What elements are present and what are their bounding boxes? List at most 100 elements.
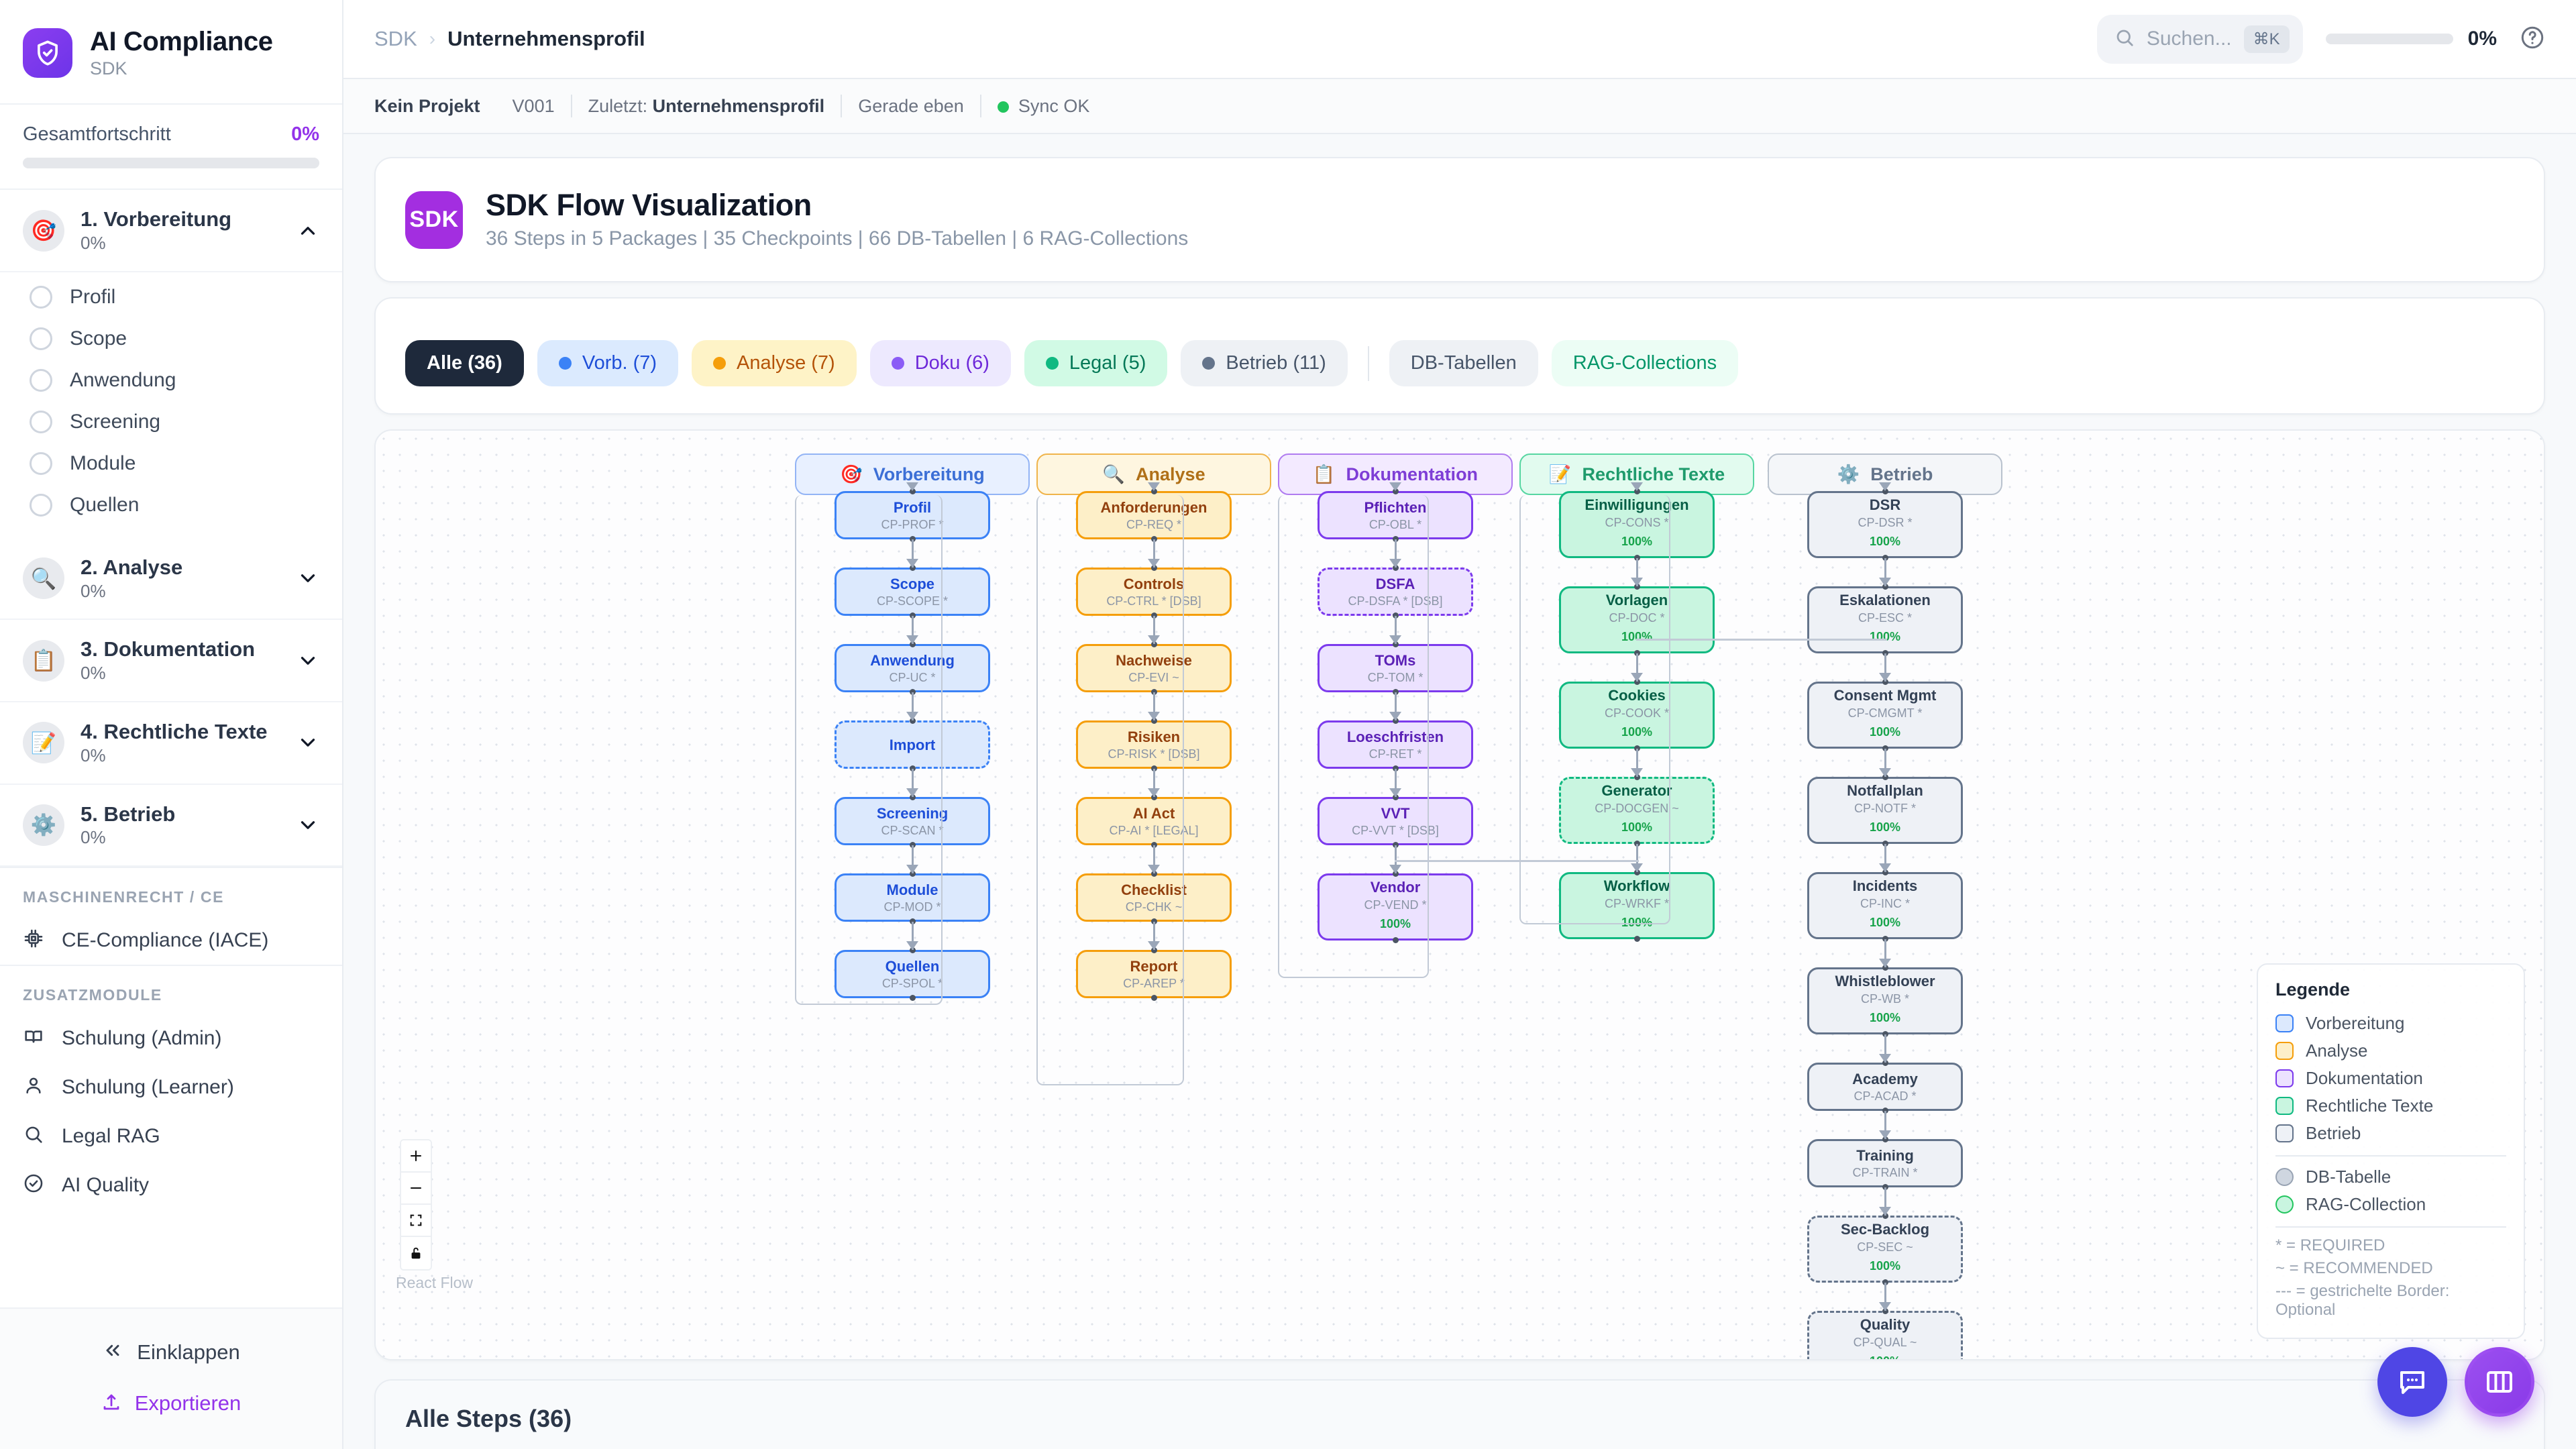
sidebar-item-legal-rag[interactable]: Legal RAG xyxy=(0,1112,342,1161)
node-handle xyxy=(910,536,916,543)
filter-chip-db-tabellen[interactable]: DB-Tabellen xyxy=(1389,340,1538,387)
search-input[interactable]: Suchen... ⌘K xyxy=(2096,14,2303,64)
sidebar-item-screening[interactable]: Screening xyxy=(0,401,342,443)
export-button[interactable]: Exportieren xyxy=(0,1378,342,1429)
step-status-radio[interactable] xyxy=(30,410,52,433)
meta-divider-1 xyxy=(570,95,572,117)
upload-icon xyxy=(101,1392,121,1415)
overall-progress-bar xyxy=(23,158,319,169)
flow-edge xyxy=(1153,769,1155,798)
sidebar-item-profil[interactable]: Profil xyxy=(0,276,342,318)
step-status-radio[interactable] xyxy=(30,285,52,309)
node-handle xyxy=(910,871,916,877)
filter-chip-betrieb-11[interactable]: Betrieb (11) xyxy=(1181,340,1348,387)
node-code: CP-CONS * xyxy=(1605,515,1669,529)
node-name: Whistleblower xyxy=(1835,973,1935,990)
node-handle xyxy=(1151,536,1157,543)
sdk-badge: SDK xyxy=(405,191,463,249)
sidebar-item-module[interactable]: Module xyxy=(0,443,342,484)
chevron-down-icon[interactable] xyxy=(297,731,319,754)
sidebar-item-scope[interactable]: Scope xyxy=(0,318,342,360)
node-progress-value: 100% xyxy=(1621,916,1653,930)
step-status-radio[interactable] xyxy=(30,327,52,350)
chevron-down-icon[interactable] xyxy=(297,567,319,590)
step-status-radio[interactable] xyxy=(30,368,52,392)
node-handle xyxy=(1151,689,1157,696)
filter-chip-alle-36[interactable]: Alle (36) xyxy=(405,340,524,387)
zoom-out-icon[interactable] xyxy=(401,1173,431,1205)
step-status-radio[interactable] xyxy=(30,493,52,517)
sidebar-item-label: Profil xyxy=(70,285,116,308)
flow-edge-arrow xyxy=(1389,865,1401,874)
package-title: 2. Analyse xyxy=(80,555,183,579)
package-progress: 0% xyxy=(80,580,106,601)
filter-chip-vorb-7[interactable]: Vorb. (7) xyxy=(537,340,679,387)
sync-status-dot xyxy=(997,101,1009,113)
node-code: CP-PROF * xyxy=(881,518,944,531)
flow-edge-arrow xyxy=(1631,482,1643,492)
filter-chip-legal-5[interactable]: Legal (5) xyxy=(1024,340,1168,387)
page-title: SDK Flow Visualization xyxy=(486,188,812,222)
node-handle xyxy=(910,765,916,772)
node-handle xyxy=(1882,650,1888,657)
node-handle xyxy=(1634,679,1640,686)
flow-edge xyxy=(1153,692,1155,721)
filter-chip-doku-6[interactable]: Doku (6) xyxy=(869,340,1011,387)
section-machine-title: MASCHINENRECHT / CE xyxy=(23,888,225,906)
node-handle xyxy=(1634,841,1640,847)
chevron-up-icon[interactable] xyxy=(297,219,319,242)
fit-view-icon[interactable] xyxy=(401,1205,431,1238)
lock-open-icon[interactable] xyxy=(401,1237,431,1270)
chat-bubble-icon[interactable] xyxy=(2377,1347,2447,1417)
chevron-down-icon[interactable] xyxy=(297,814,319,837)
filter-chip-analyse-7[interactable]: Analyse (7) xyxy=(692,340,857,387)
zoom-in-icon[interactable] xyxy=(401,1140,431,1173)
node-name: Training xyxy=(1856,1146,1914,1164)
sidebar-item-ai-quality[interactable]: AI Quality xyxy=(0,1161,342,1210)
collapse-sidebar-button[interactable]: Einklappen xyxy=(0,1326,342,1378)
node-name: Pflichten xyxy=(1364,498,1427,516)
node-name: TOMs xyxy=(1375,651,1416,669)
question-circle-icon[interactable] xyxy=(2520,25,2545,54)
package-title: 1. Vorbereitung xyxy=(80,207,232,231)
sidebar-item-schulung-learner[interactable]: Schulung (Learner) xyxy=(0,1063,342,1112)
columns-panel-icon[interactable] xyxy=(2465,1347,2534,1417)
content-scroll: SDK SDK Flow Visualization 36 Steps in 5… xyxy=(343,134,2576,1449)
filter-chip-rag-collections[interactable]: RAG-Collections xyxy=(1551,340,1739,387)
sidebar-item-anwendung[interactable]: Anwendung xyxy=(0,360,342,401)
sidebar-item-schulung-admin[interactable]: Schulung (Admin) xyxy=(0,1014,342,1063)
flow-group-header-vorbereitung: 🎯Vorbereitung xyxy=(795,453,1030,496)
sidebar-item-ce-compliance-iace[interactable]: CE-Compliance (IACE) xyxy=(0,916,342,965)
node-handle xyxy=(910,947,916,954)
chevron-down-icon[interactable] xyxy=(297,649,319,672)
react-flow-canvas[interactable]: 🎯Vorbereitung🔍Analyse📋Dokumentation📝Rech… xyxy=(376,431,2544,1360)
step-status-radio[interactable] xyxy=(30,451,52,475)
breadcrumb-root[interactable]: SDK xyxy=(374,27,417,50)
sidebar-item-quellen[interactable]: Quellen xyxy=(0,484,342,526)
search-placeholder: Suchen... xyxy=(2146,28,2232,50)
